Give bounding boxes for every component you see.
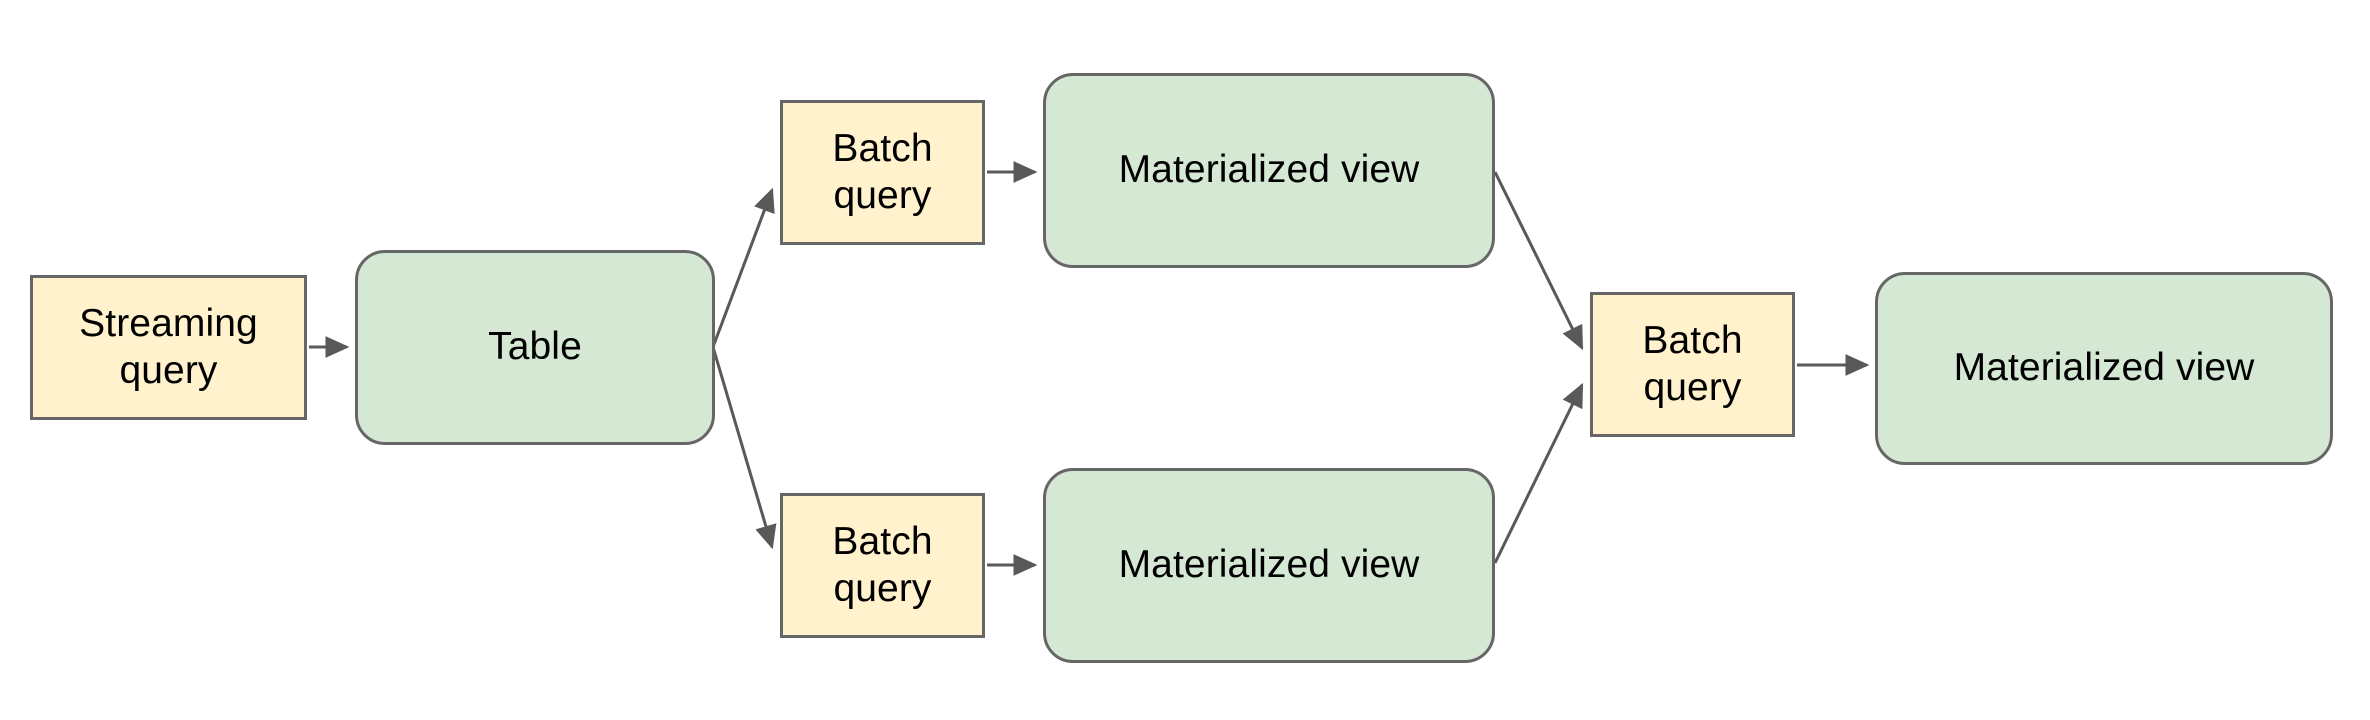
node-batch-query-merge[interactable]: Batch query [1590,292,1795,437]
node-label-materialized-view-top: Materialized view [1118,148,1420,192]
edge-table-to-batch-query-top [711,187,775,348]
node-label-batch-query-top: Batch query [832,127,933,217]
node-batch-query-top[interactable]: Batch query [780,100,985,245]
node-label-table: Table [488,325,582,369]
node-materialized-view-final[interactable]: Materialized view [1875,272,2333,465]
node-materialized-view-top[interactable]: Materialized view [1043,73,1495,268]
node-label-materialized-view-bottom: Materialized view [1118,543,1420,587]
node-label-streaming-query: Streaming query [79,302,258,392]
edge-table-to-batch-query-bottom [711,346,777,550]
node-label-batch-query-merge: Batch query [1642,319,1743,409]
edge-materialized-view-top-to-batch-query-merge [1493,171,1584,351]
node-batch-query-bottom[interactable]: Batch query [780,493,985,638]
node-table[interactable]: Table [355,250,715,445]
node-label-batch-query-bottom: Batch query [832,520,933,610]
node-streaming-query[interactable]: Streaming query [30,275,307,420]
node-label-materialized-view-final: Materialized view [1953,346,2255,390]
edge-materialized-view-bottom-to-batch-query-merge [1493,382,1584,564]
node-materialized-view-bottom[interactable]: Materialized view [1043,468,1495,663]
